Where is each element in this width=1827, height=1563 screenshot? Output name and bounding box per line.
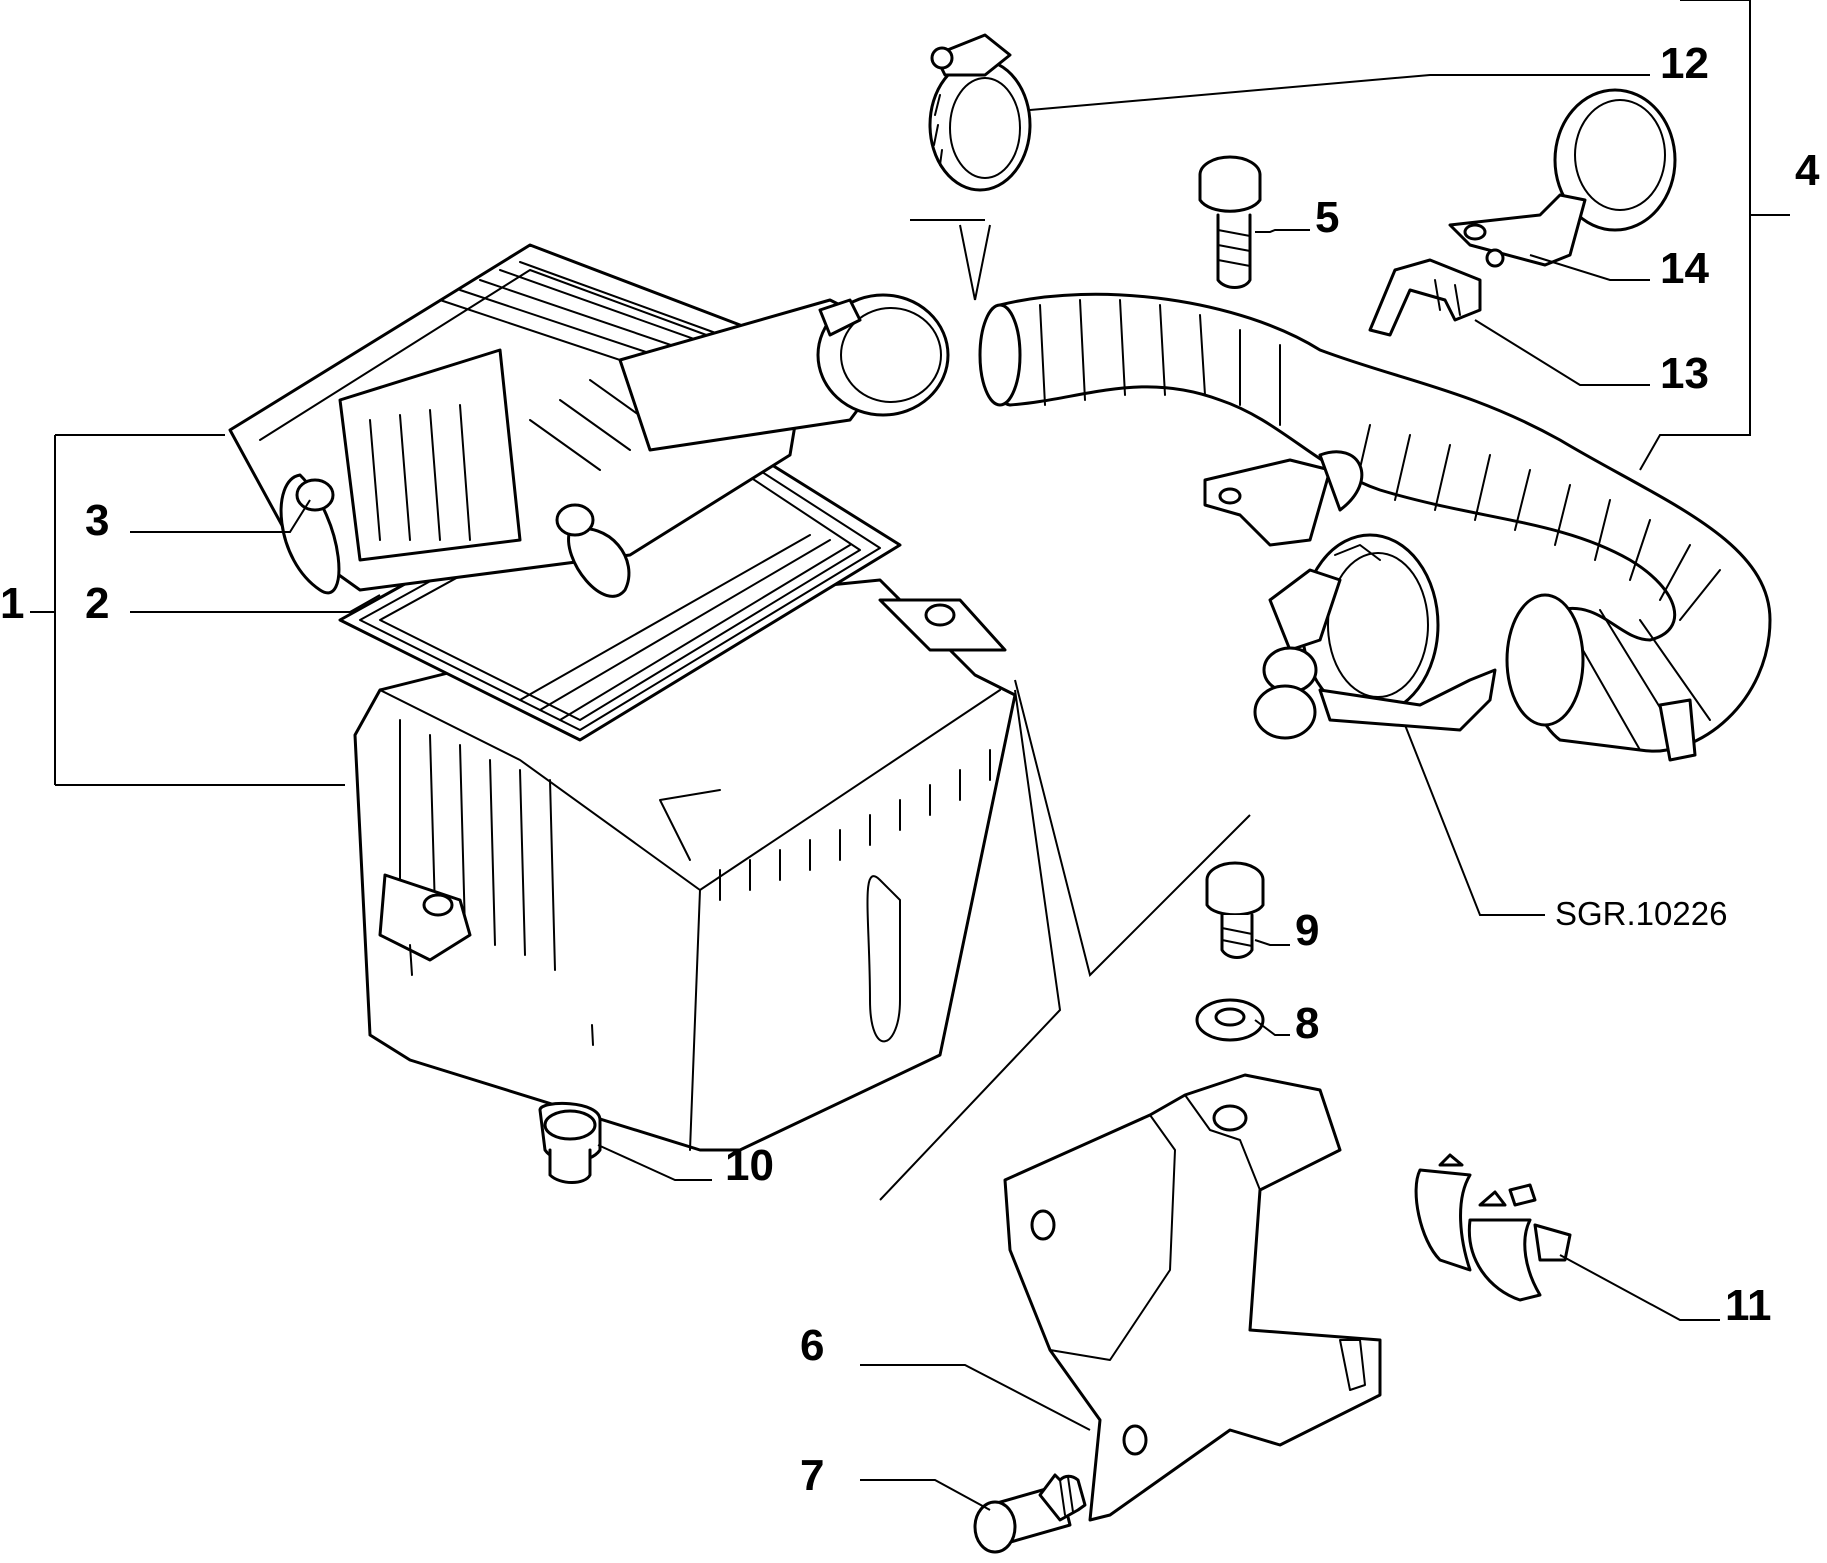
callout-9: 9 [1295, 906, 1319, 955]
leader-lines [30, 0, 1790, 1511]
callout-14: 14 [1660, 244, 1709, 293]
view-divider-lines [879, 679, 1251, 1201]
callout-1: 1 [0, 579, 24, 628]
callout-6: 6 [800, 1321, 824, 1370]
bracket-clamp-14 [1448, 88, 1677, 268]
callout-12: 12 [1660, 39, 1709, 88]
throttle-adapter [1253, 533, 1497, 740]
callout-2: 2 [85, 579, 109, 628]
bolt-5 [1198, 155, 1262, 289]
intake-hose [978, 292, 1772, 762]
callout-13: 13 [1660, 349, 1709, 398]
callout-labels: 1 2 3 4 5 6 7 8 9 10 11 12 13 14 SGR.102… [0, 39, 1820, 1500]
mounting-bracket-6 [1003, 1073, 1382, 1522]
hose-clamp-12 [910, 33, 1032, 301]
bolt-9 [1205, 861, 1265, 959]
callout-5: 5 [1315, 193, 1339, 242]
callout-10: 10 [725, 1141, 774, 1190]
callout-4: 4 [1795, 146, 1820, 195]
grommet-10 [538, 1101, 602, 1184]
callout-3: 3 [85, 496, 109, 545]
hose-clips-11 [1414, 1153, 1572, 1302]
bolt-7 [973, 1473, 1087, 1554]
washer-8 [1195, 998, 1265, 1042]
callout-11: 11 [1725, 1281, 1772, 1330]
callout-8: 8 [1295, 999, 1319, 1048]
air-filter-housing-lower [353, 578, 1017, 1152]
callout-7: 7 [800, 1451, 824, 1500]
spring-clip-13 [1368, 258, 1482, 337]
reference-code: SGR.10226 [1555, 895, 1727, 932]
air-filter-cover [228, 243, 950, 598]
